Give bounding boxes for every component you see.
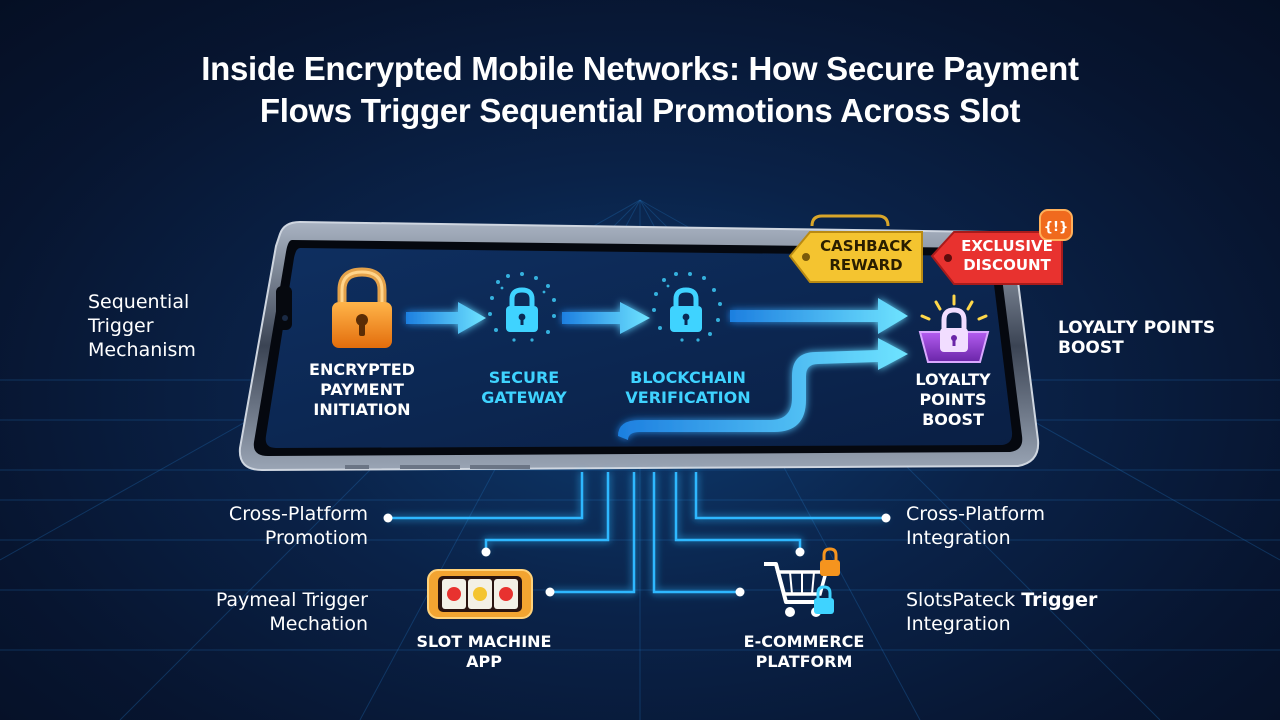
label-line: INITIATION <box>313 400 411 419</box>
arrow-curved <box>618 338 908 440</box>
label-line: SECURE <box>488 368 560 387</box>
discount-tag: {!} <box>930 209 1073 285</box>
label-paymeal-trigger: Paymeal Trigger Mechation <box>160 588 368 636</box>
blockchain-lock-icon <box>652 272 722 342</box>
label-line: LOYALTY POINTS <box>1058 318 1216 338</box>
label-line: VERIFICATION <box>625 388 751 407</box>
label-line: Trigger <box>88 315 154 337</box>
lock-shield-icon <box>488 272 556 342</box>
step-label-loyalty-points: LOYALTY POINTS BOOST <box>898 370 1008 430</box>
connector-dots <box>383 513 891 597</box>
flow-arrows <box>406 298 908 440</box>
step-label-encrypted-payment: ENCRYPTED PAYMENT INITIATION <box>296 360 428 420</box>
label-line: DISCOUNT <box>963 256 1051 274</box>
svg-text:{!}: {!} <box>1044 220 1068 235</box>
discount-tag-label: EXCLUSIVE DISCOUNT <box>952 237 1062 275</box>
label-line: Promotiom <box>264 527 368 549</box>
label-line: Mechation <box>269 613 368 635</box>
connector-lines <box>388 472 886 594</box>
label-line: Integration <box>906 527 1011 549</box>
label-line: E-COMMERCE <box>743 632 865 651</box>
label-line: APP <box>466 652 502 671</box>
step-label-blockchain-verification: BLOCKCHAIN VERIFICATION <box>618 368 758 408</box>
label-line: LOYALTY <box>915 370 991 389</box>
label-line: BOOST <box>1058 338 1124 358</box>
label-line: Paymeal Trigger <box>215 589 368 611</box>
label-loyalty-points-boost-side: LOYALTY POINTS BOOST <box>1058 318 1215 358</box>
label-line: PLATFORM <box>755 652 853 671</box>
arrow-1 <box>406 302 486 334</box>
arrow-3 <box>730 298 908 334</box>
cashback-tag-label: CASHBACK REWARD <box>812 237 920 275</box>
label-cross-platform-promotion: Cross-Platform Promotiom <box>160 502 368 550</box>
label-part-bold: Trigger <box>1021 589 1098 611</box>
label-line: POINTS <box>919 390 987 409</box>
title-line-2: Flows Trigger Sequential Promotions Acro… <box>259 92 1021 129</box>
shopping-cart-icon <box>764 547 840 617</box>
phone-device <box>238 220 1040 472</box>
label-line: SLOT MACHINE <box>416 632 552 651</box>
endpoint-ecommerce-platform: E-COMMERCE PLATFORM <box>726 632 882 672</box>
label-line: Cross-Platform <box>906 503 1046 525</box>
label-line: Mechanism <box>88 339 196 361</box>
label-line: PAYMENT <box>320 380 404 399</box>
label-part: SlotsPateck <box>906 589 1016 611</box>
padlock-icon <box>332 267 392 348</box>
label-cross-platform-integration: Cross-Platform Integration <box>906 502 1045 550</box>
endpoint-slot-machine-app: SLOT MACHINE APP <box>404 632 564 672</box>
label-line: GATEWAY <box>481 388 567 407</box>
label-line: EXCLUSIVE <box>961 237 1053 255</box>
label-line: SlotsPateck Trigger <box>906 588 1097 612</box>
label-line: BLOCKCHAIN <box>630 368 746 387</box>
page-title: Inside Encrypted Mobile Networks: How Se… <box>0 48 1280 132</box>
arrow-2 <box>562 302 650 334</box>
label-sequential-trigger: Sequential Trigger Mechanism <box>88 290 196 362</box>
label-line: ENCRYPTED <box>309 360 415 379</box>
label-line: CASHBACK <box>820 237 912 255</box>
label-slots-trigger-integration: SlotsPateck Trigger Integration <box>906 588 1097 636</box>
label-line: Cross-Platform <box>228 503 368 525</box>
step-label-secure-gateway: SECURE GATEWAY <box>462 368 586 408</box>
label-line: Integration <box>906 613 1011 635</box>
slot-machine-icon <box>427 569 533 619</box>
label-line: BOOST <box>922 410 984 429</box>
cashback-tag <box>788 214 923 283</box>
title-line-1: Inside Encrypted Mobile Networks: How Se… <box>201 50 1079 87</box>
label-line: REWARD <box>829 256 903 274</box>
label-line: Sequential <box>88 291 190 313</box>
basket-lock-icon <box>918 294 990 363</box>
